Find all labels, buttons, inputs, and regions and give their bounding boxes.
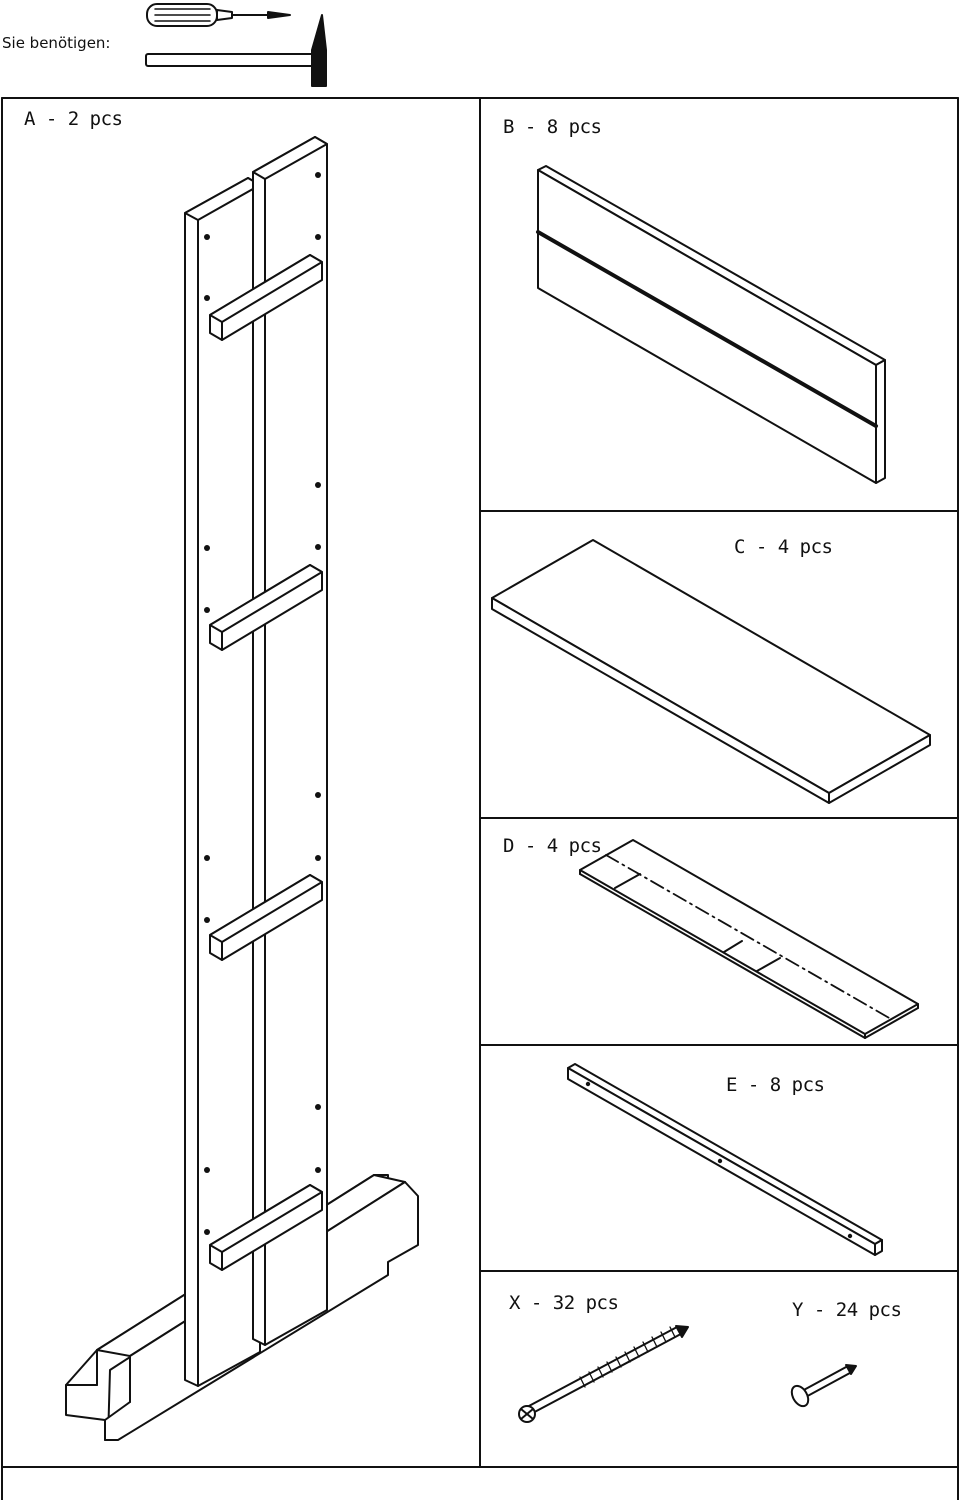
part-c-label: C - 4 pcs — [734, 536, 833, 558]
screw-x-icon — [518, 1325, 689, 1423]
parts-grid — [1, 97, 959, 1500]
part-a-holes — [204, 172, 321, 1235]
part-x-label: X - 32 pcs — [509, 1292, 619, 1314]
part-d-drawing — [579, 839, 919, 1039]
tools-needed-label: Sie benötigen: — [2, 34, 111, 52]
part-b-label: B - 8 pcs — [503, 116, 602, 138]
nail-y-icon — [790, 1364, 857, 1408]
part-d-label: D - 4 pcs — [503, 835, 602, 857]
part-a-batten — [209, 564, 323, 651]
part-e-drawing — [567, 1063, 883, 1256]
hammer-icon — [145, 14, 327, 87]
part-a-upright-left — [184, 177, 261, 1387]
screwdriver-icon — [146, 3, 291, 27]
part-a-batten — [209, 874, 323, 961]
part-a-drawing — [65, 136, 419, 1441]
part-b-drawing — [536, 165, 886, 484]
part-a-upright-right — [252, 136, 328, 1346]
part-y-label: Y - 24 pcs — [792, 1299, 902, 1321]
part-a-batten — [209, 1184, 323, 1271]
part-c-drawing — [491, 539, 931, 804]
part-e-label: E - 8 pcs — [726, 1074, 825, 1096]
part-a-label: A - 2 pcs — [24, 108, 123, 130]
part-a-batten — [209, 254, 323, 341]
